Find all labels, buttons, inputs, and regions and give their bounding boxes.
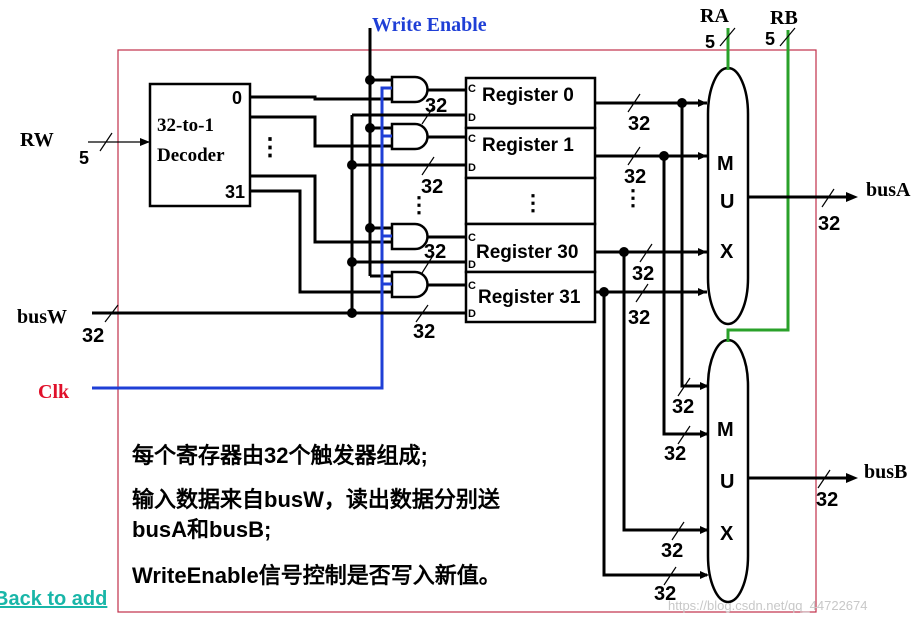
reg1-out-width: 32 <box>624 166 646 188</box>
muxb-in1-width: 32 <box>664 443 686 465</box>
mux-a-letter-u: U <box>720 191 734 213</box>
mux-a-letter-x: X <box>720 241 734 263</box>
ra-label: RA <box>700 5 729 27</box>
busw-width: 32 <box>82 325 104 347</box>
d-input-width-0: 32 <box>425 95 447 117</box>
note-line-2: 输入数据来自busW，读出数据分别送 <box>132 487 500 512</box>
ra-width: 5 <box>705 32 715 52</box>
rb-select-line <box>726 27 796 342</box>
note-line-1: 每个寄存器由32个触发器组成; <box>132 443 428 468</box>
and-gate-0 <box>390 75 429 104</box>
d-input-width-1: 32 <box>421 176 443 198</box>
reg0-d-port: D <box>468 112 476 124</box>
busw-line <box>92 105 466 323</box>
register-stack <box>464 76 597 324</box>
muxb-in31-width: 32 <box>654 583 676 605</box>
slide-frame <box>117 49 817 613</box>
watermark: https://blog.csdn.net/qq_44722674 <box>668 598 868 613</box>
register-0-label: Register 0 <box>482 85 574 106</box>
mux-b-letter-u: U <box>720 471 734 493</box>
decoder-ellipsis: ⋮ <box>258 134 282 161</box>
busb-width: 32 <box>816 489 838 511</box>
mux-input-arrows <box>698 99 709 579</box>
decoder-output-0-label: 0 <box>232 88 242 108</box>
decoder-block <box>148 82 252 208</box>
busb-output <box>748 469 858 489</box>
clk-line <box>92 86 392 390</box>
reg0-out-width: 32 <box>628 113 650 135</box>
ra-select-line <box>719 27 736 70</box>
reg0-c-port: C <box>468 83 476 95</box>
rw-width: 5 <box>79 148 89 168</box>
muxb-in0-width: 32 <box>672 396 694 418</box>
busa-width: 32 <box>818 213 840 235</box>
rb-width: 5 <box>765 29 775 49</box>
mux-input-ellipsis: ⋮ <box>622 185 644 210</box>
rw-input <box>88 132 150 152</box>
register-30-label: Register 30 <box>476 242 578 263</box>
busa-label: busA <box>866 179 911 201</box>
decoder-title-1: 32-to-1 <box>157 115 214 136</box>
and-gate-1 <box>390 122 429 151</box>
decoder-title-2: Decoder <box>157 145 225 166</box>
busa-output <box>748 188 858 208</box>
muxb-in30-width: 32 <box>661 540 683 562</box>
write-enable-line <box>365 28 392 278</box>
note-line-3: busA和busB; <box>132 517 272 542</box>
reg31-c-port: C <box>468 280 476 292</box>
register-1-label: Register 1 <box>482 135 574 156</box>
reg30-c-port: C <box>468 232 476 244</box>
back-to-add-link[interactable]: Back to add <box>0 588 108 610</box>
reg31-d-port: D <box>468 308 476 320</box>
gate-ellipsis: ⋮ <box>408 192 430 217</box>
register-output-wires <box>595 93 707 586</box>
busw-label: busW <box>17 306 67 328</box>
clk-label: Clk <box>38 381 70 403</box>
note-line-4: WriteEnable信号控制是否写入新值。 <box>132 563 501 588</box>
busb-label: busB <box>864 461 907 483</box>
decoder-output-31-label: 31 <box>225 182 245 202</box>
mux-b-letter-m: M <box>717 419 734 441</box>
reg31-out-width: 32 <box>628 307 650 329</box>
reg1-c-port: C <box>468 133 476 145</box>
reg1-d-port: D <box>468 162 476 174</box>
mux-b-letter-x: X <box>720 523 734 545</box>
rb-label: RB <box>770 7 798 29</box>
register-ellipsis: ⋮ <box>522 190 544 215</box>
register-31-label: Register 31 <box>478 287 581 308</box>
reg30-out-width: 32 <box>632 263 654 285</box>
mux-a-letter-m: M <box>717 153 734 175</box>
write-enable-label: Write Enable <box>372 14 487 36</box>
reg30-d-port: D <box>468 259 476 271</box>
and-gate-31 <box>390 270 429 299</box>
and-gate-30 <box>390 222 429 251</box>
rw-label: RW <box>20 129 54 151</box>
d-input-width-31: 32 <box>413 321 435 343</box>
d-input-width-30: 32 <box>424 241 446 263</box>
gate-to-clock-wires <box>427 88 466 287</box>
